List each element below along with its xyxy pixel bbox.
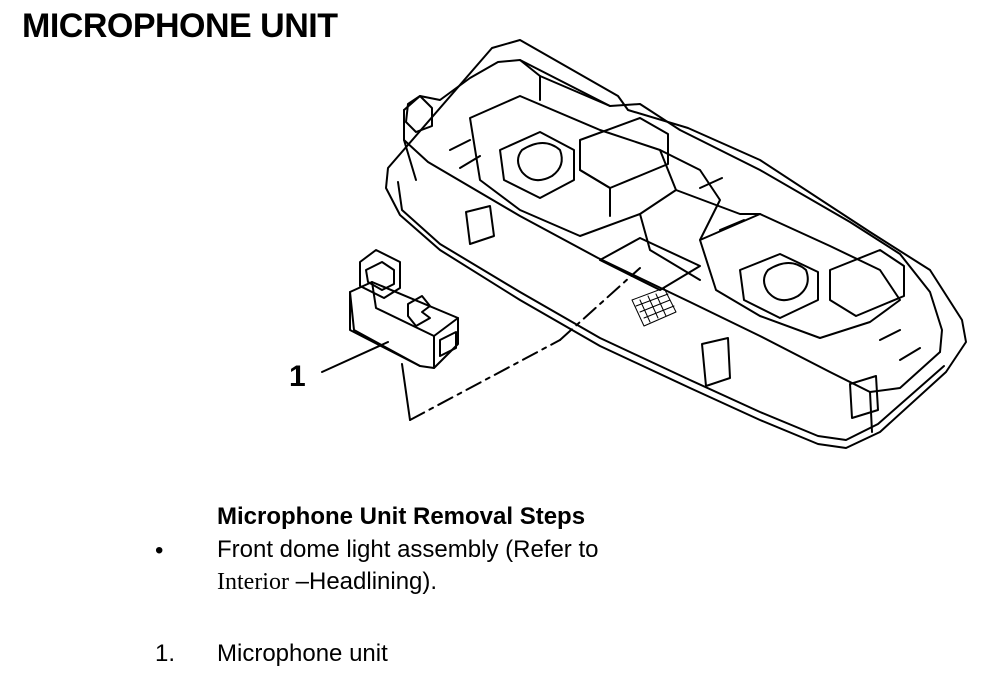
prerequisite-step: Front dome light assembly (Refer to Inte… [217, 534, 677, 598]
step-text: Microphone unit [217, 640, 388, 667]
microphone-grille [631, 287, 677, 327]
step-number: 1. [155, 640, 176, 667]
dome-light-housing [385, 39, 967, 449]
microphone-unit-illustration [321, 39, 967, 449]
microphone-unit [349, 249, 459, 369]
callout-number-1: 1 [289, 360, 306, 393]
prerequisite-text-after: –Headlining). [288, 568, 438, 595]
removal-steps-heading: Microphone Unit Removal Steps [217, 503, 586, 530]
prerequisite-text-before: Front dome light assembly (Refer to [217, 536, 599, 563]
prerequisite-reference: Interior [217, 569, 289, 595]
page-title: MICROPHONE UNIT [22, 7, 338, 45]
bullet-point: • [155, 537, 164, 564]
leader-lines [321, 267, 641, 421]
